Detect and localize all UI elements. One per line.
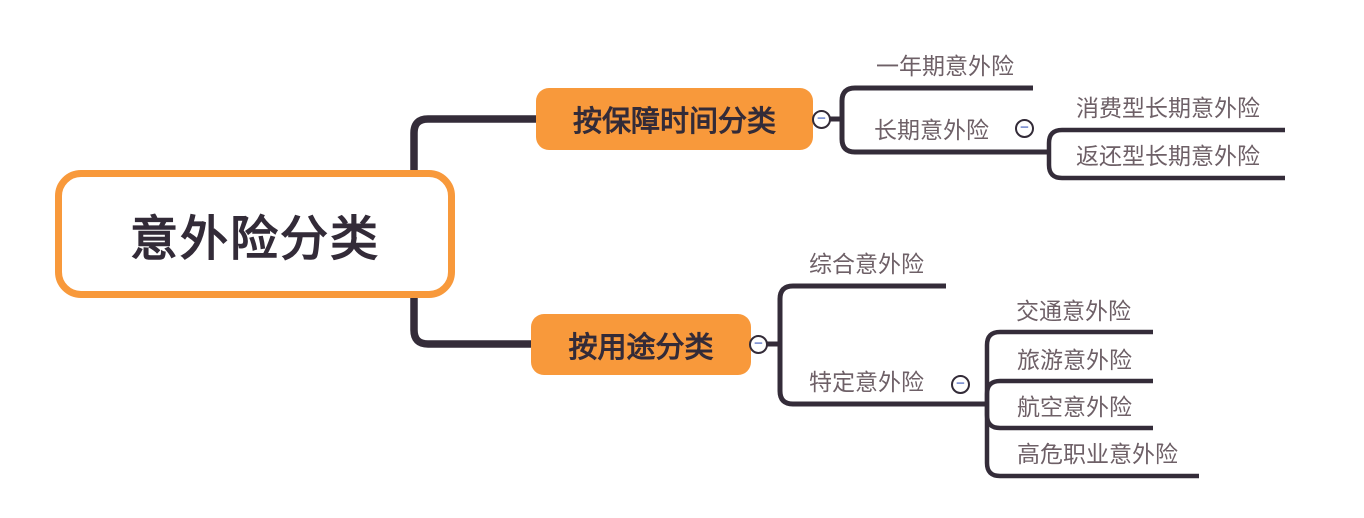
node-one-year-accident[interactable]: 一年期意外险: [876, 53, 1014, 79]
branch-node-label: 按保障时间分类: [572, 106, 776, 138]
collapse-button-branch-usage[interactable]: −: [749, 335, 768, 354]
minus-icon: −: [956, 375, 965, 392]
branch-node-by-usage[interactable]: 按用途分类: [531, 314, 751, 375]
connector-traffic: [984, 329, 1153, 404]
branch-node-by-coverage-time[interactable]: 按保障时间分类: [536, 88, 813, 150]
root-node-accident-insurance[interactable]: 意外险分类: [55, 170, 455, 298]
connector-hazard-job: [984, 404, 1199, 479]
minus-icon: −: [754, 335, 763, 352]
root-node-label: 意外险分类: [129, 213, 380, 266]
node-long-term-accident[interactable]: 长期意外险: [874, 117, 989, 143]
node-consume-type-long-term[interactable]: 消费型长期意外险: [1076, 95, 1260, 121]
connector-travel: [984, 378, 1153, 404]
node-traffic-accident[interactable]: 交通意外险: [1016, 298, 1131, 324]
node-aviation-accident[interactable]: 航空意外险: [1017, 394, 1132, 420]
connector-specific: [777, 344, 987, 407]
collapse-button-long-term[interactable]: −: [1015, 119, 1034, 138]
branch-node-label: 按用途分类: [568, 331, 714, 364]
collapse-button-branch-coverage-time[interactable]: −: [812, 110, 831, 129]
node-travel-accident[interactable]: 旅游意外险: [1017, 347, 1132, 373]
collapse-button-specific[interactable]: −: [951, 375, 970, 394]
connector-consume-type: [1046, 127, 1285, 152]
connector-one-year: [839, 85, 1033, 119]
node-return-type-long-term[interactable]: 返还型长期意外险: [1076, 143, 1260, 169]
connector-long-term: [839, 119, 1049, 155]
node-general-accident[interactable]: 综合意外险: [809, 251, 924, 277]
connector-general: [777, 283, 946, 344]
node-specific-accident[interactable]: 特定意外险: [809, 369, 924, 395]
connector-return-type: [1046, 152, 1285, 181]
node-high-risk-job-accident[interactable]: 高危职业意外险: [1017, 441, 1178, 467]
minus-icon: −: [1020, 119, 1029, 136]
minus-icon: −: [817, 110, 826, 127]
